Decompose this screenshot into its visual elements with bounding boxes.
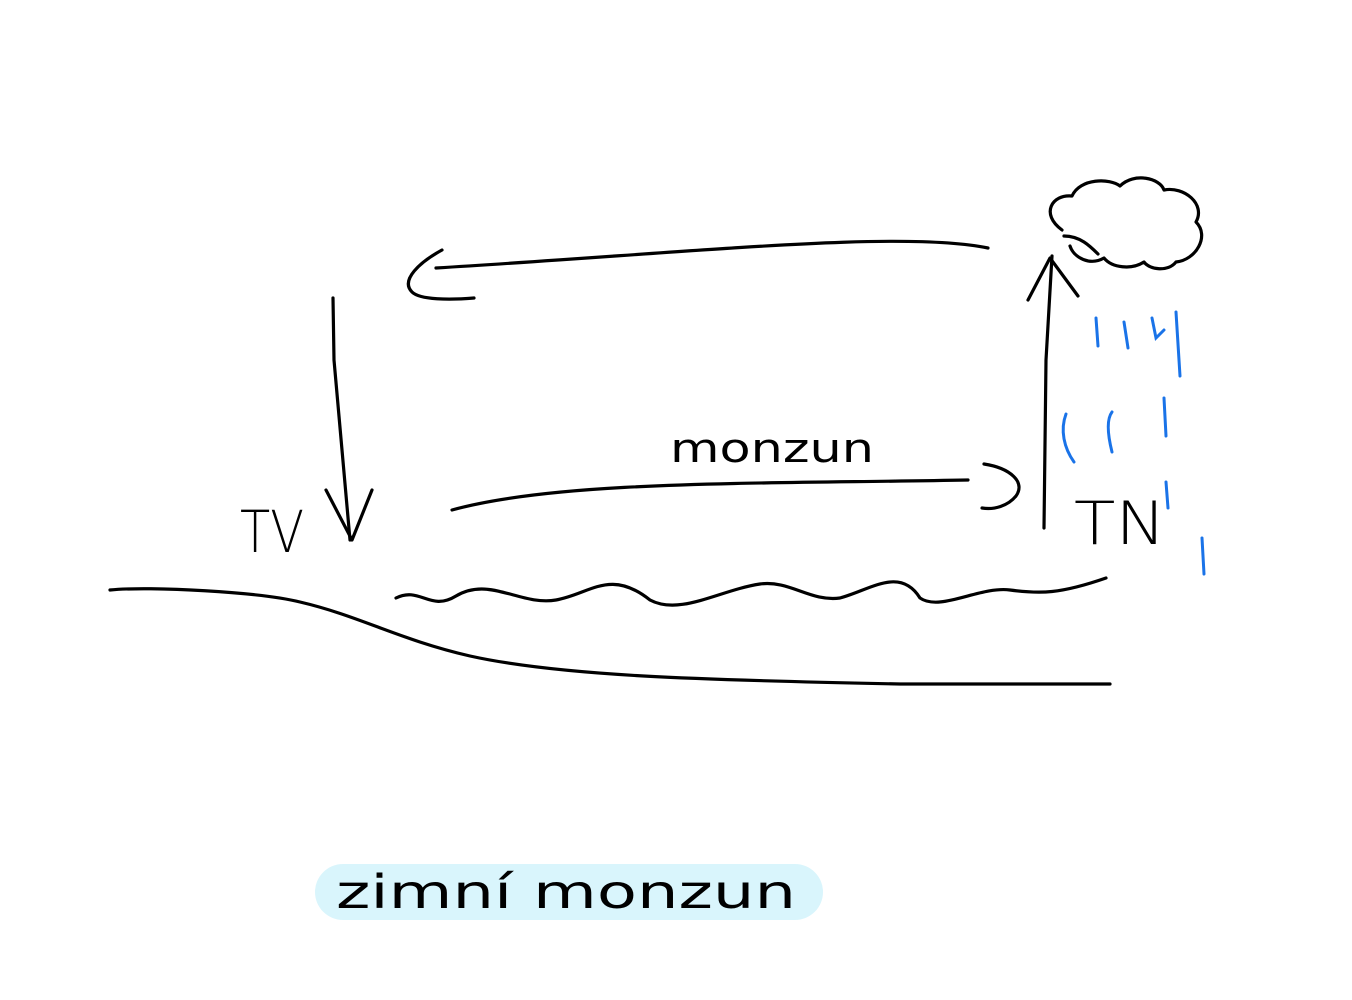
cloud-icon (1048, 176, 1204, 271)
sea-waves (394, 576, 1108, 607)
caption-highlight (315, 864, 823, 920)
caption: zimní monzun (336, 865, 796, 919)
land-line (108, 587, 1112, 686)
ascending-air-arrow (1026, 254, 1080, 530)
upper-return-arrow (406, 239, 990, 301)
descending-air-arrow (324, 296, 374, 542)
low-pressure-label: TN (1074, 489, 1166, 559)
monsoon-wind-arrow (450, 462, 1021, 512)
high-pressure-label: TV (240, 498, 304, 566)
rain-strokes (1061, 310, 1206, 576)
monsoon-wind-label: monzun (670, 426, 874, 472)
